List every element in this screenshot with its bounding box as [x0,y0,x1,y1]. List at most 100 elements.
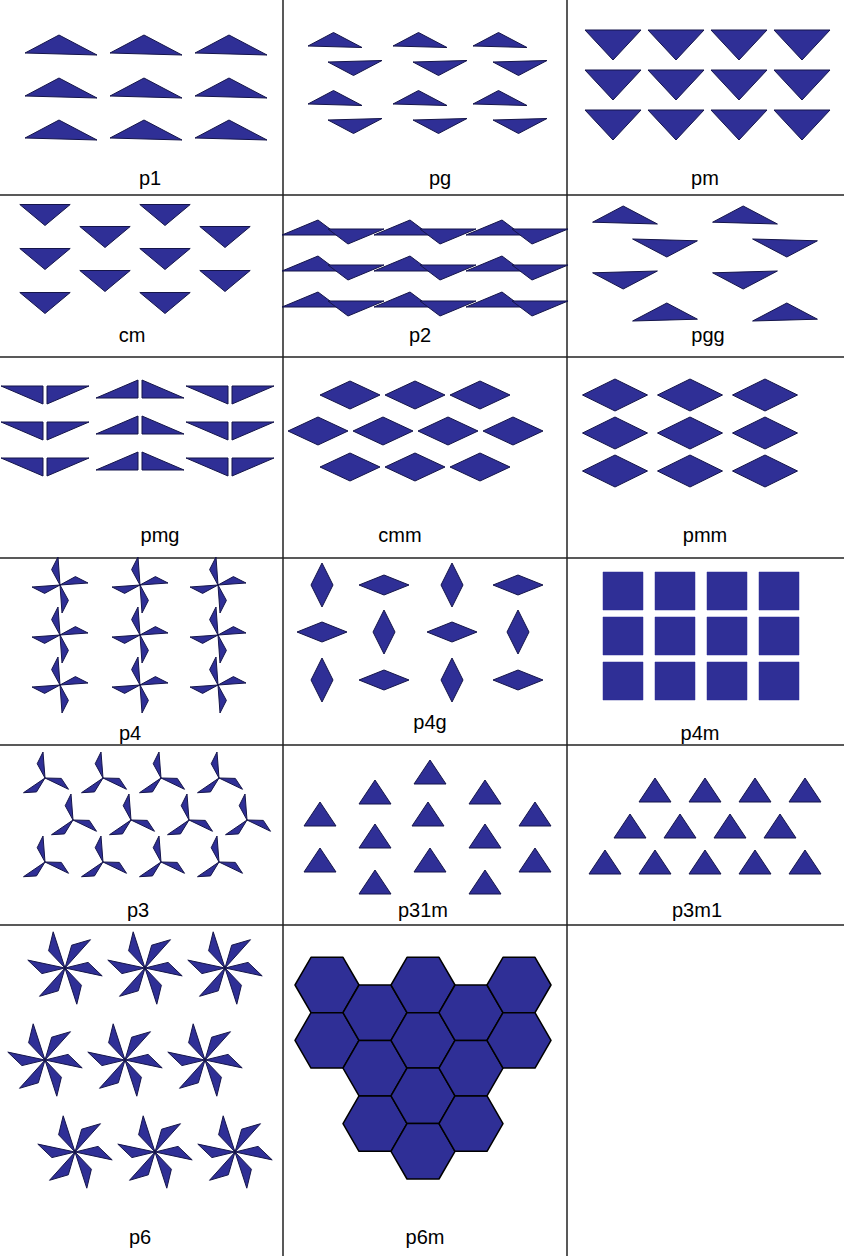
cell-border [0,924,844,926]
motif-shape [186,422,228,440]
group-label: cm [119,324,146,346]
motif-shape [739,778,771,802]
motif-shape [218,577,246,585]
motif-shape [393,33,447,48]
motif-shape [198,862,220,877]
motif-shape [441,563,463,607]
motif-shape [139,1116,155,1152]
motif-shape [353,417,413,445]
motif-shape [60,685,68,713]
motif-shape [311,563,333,607]
motif-shape [47,458,89,476]
motif-shape [20,205,70,226]
motif-shape [639,850,671,874]
motif-shape [418,417,478,445]
motif-shape [195,120,267,140]
motif-shape [753,239,818,257]
motif-shape [45,1032,71,1060]
motif-shape [110,820,132,835]
group-label: p4g [413,711,446,733]
motif-shape [711,30,767,60]
motif-shape [59,1116,75,1152]
motif-shape [473,33,527,48]
motif-shape [210,657,218,685]
motif-shape [759,617,799,655]
motif-shape [235,1124,261,1152]
motif-shape [713,271,778,289]
motif-shape [427,622,477,642]
motif-shape [655,572,695,610]
group-label: p31m [398,899,448,921]
motif-shape [328,61,382,76]
motif-shape [633,239,698,257]
motif-shape [603,572,643,610]
motif-shape [211,836,219,862]
motif-shape [733,455,798,487]
motif-shape [52,557,60,585]
motif-shape [60,635,68,663]
motif-shape [507,610,529,654]
motif-shape [140,627,168,635]
motif-shape [393,91,447,106]
motif-shape [707,617,747,655]
cell-border [0,356,844,358]
motif-shape [232,458,274,476]
motif-shape [60,627,88,635]
motif-shape [205,1032,231,1060]
motif-shape [483,417,543,445]
motif-shape [168,820,190,835]
group-label: p4m [681,722,720,744]
motif-shape [96,452,138,470]
motif-shape [469,824,501,848]
motif-shape [65,940,91,968]
motif-shape [593,206,658,224]
motif-shape [359,575,409,595]
motif-shape [1,422,43,440]
motif-shape [110,78,182,98]
motif-shape [473,91,527,106]
motif-shape [37,836,45,862]
motif-shape [759,662,799,700]
motif-shape [487,957,551,1012]
motif-shape [80,227,130,248]
motif-shape [47,422,89,440]
cell-border [566,0,568,1256]
motif-shape [493,575,543,595]
motif-shape [420,265,476,280]
motif-shape [142,380,184,398]
motif-shape [82,778,104,793]
motif-shape [689,778,721,802]
motif-shape [1,458,43,476]
motif-shape [218,685,226,713]
motif-shape [140,205,190,226]
cell-border [0,194,844,196]
motif-shape [82,862,104,877]
motif-shape [123,794,131,820]
motif-shape [186,386,228,404]
motif-shape [219,1116,235,1152]
cell-border [0,557,844,559]
motif-shape [764,814,796,838]
motif-shape [24,778,46,793]
motif-shape [112,635,140,643]
motif-shape [247,820,271,831]
group-label: cmm [378,524,421,546]
motif-shape [328,265,384,280]
motif-shape [320,453,380,481]
motif-shape [413,119,467,134]
motif-shape [161,778,185,789]
motif-shape [140,577,168,585]
motif-shape [96,380,138,398]
motif-shape [413,61,467,76]
motif-shape [412,802,444,826]
group-label: p6m [406,1226,445,1248]
motif-shape [374,220,430,235]
motif-shape [733,417,798,449]
motif-shape [414,848,446,872]
group-label: p6 [129,1226,151,1248]
motif-shape [210,557,218,585]
motif-shape [75,1124,101,1152]
motif-shape [153,836,161,862]
motif-shape [789,778,821,802]
